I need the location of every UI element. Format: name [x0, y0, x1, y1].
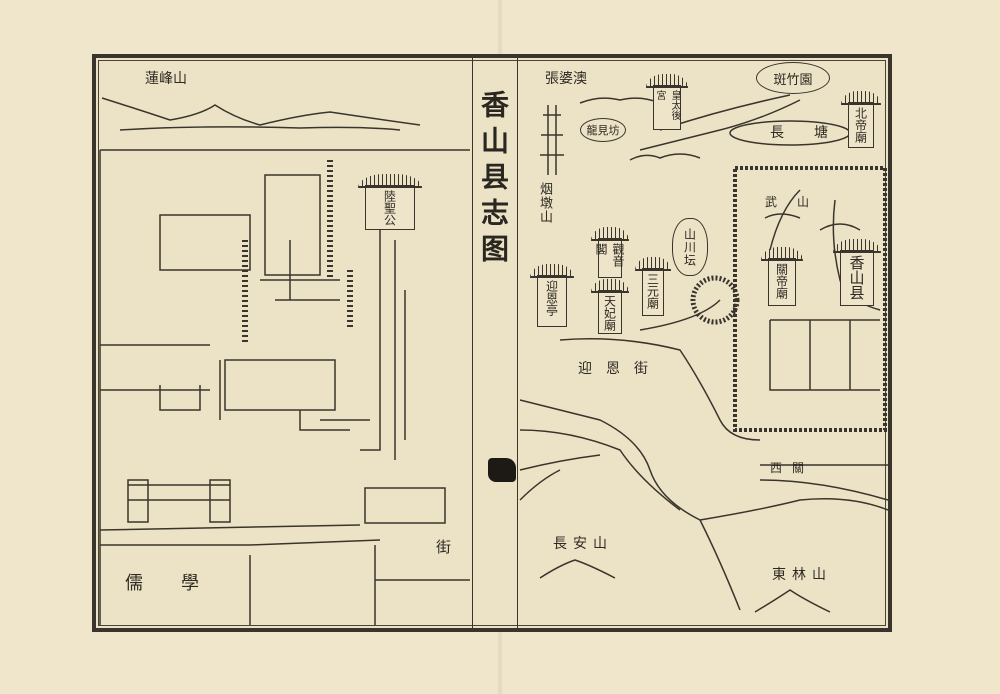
label-shrine: 陸聖公 [382, 190, 397, 226]
tianfei-temple: 天妃廟 [591, 279, 629, 334]
label-county-seat: 香山县 [847, 255, 866, 300]
label-bamboo-garden: 斑竹園 [773, 72, 813, 88]
label-yingen-street: 迎恩街 [578, 361, 662, 377]
dragon-arch-bubble: 龍見坊 [580, 118, 626, 142]
label-donglin-mountain: 東林山 [772, 567, 832, 583]
sanyuan-temple: 三元廟 [635, 257, 671, 316]
label-sanyuan-temple: 三元廟 [645, 273, 660, 309]
yingen-pavilion: 迎恩亭 [530, 264, 574, 327]
label-north-emperor-temple: 北帝廟 [853, 107, 868, 143]
shrine-building: 陸聖公 [358, 174, 422, 230]
roof-icon [530, 264, 574, 278]
roof-icon [591, 279, 629, 293]
roof-icon [646, 74, 688, 88]
label-west-gate: 西關 [770, 461, 815, 475]
label-dragon-arch: 龍見坊 [586, 124, 620, 137]
label-yingen-pavilion: 迎恩亭 [544, 280, 559, 316]
map-title: 香山县志图 [477, 90, 510, 270]
bamboo-garden-bubble: 斑竹園 [756, 62, 830, 94]
label-beacon-hill: 烟墩山 [537, 182, 552, 224]
label-palace: 皇太後宮 [654, 90, 680, 120]
north-emperor-temple: 北帝廟 [841, 91, 881, 148]
label-guanyin-pavilion: 觀音閣 [594, 243, 625, 267]
label-guandi-temple: 關帝廟 [774, 263, 789, 299]
roof-icon [841, 91, 881, 105]
roof-icon [833, 239, 881, 253]
title-spine [472, 58, 518, 628]
guanyin-pavilion: 觀音閣 [591, 227, 629, 278]
roof-icon [591, 227, 629, 241]
roof-icon [761, 247, 803, 261]
roof-icon [358, 174, 422, 188]
label-changan-mountain: 長安山 [553, 536, 613, 552]
county-seat-building: 香山县 [833, 239, 881, 306]
label-long-pond: 長塘 [770, 125, 858, 141]
label-mountain-altar: 山川坛 [682, 227, 697, 267]
label-confucian-school: 儒學 [125, 573, 237, 594]
palace-building: 皇太後宮 [646, 74, 688, 130]
label-wu-mountain: 武山 [765, 195, 830, 209]
label-street: 街 [436, 538, 452, 556]
label-tianfei-temple: 天妃廟 [602, 295, 617, 331]
guandi-temple: 關帝廟 [761, 247, 803, 306]
mountain-altar-bubble: 山川坛 [672, 218, 708, 276]
fish-tail-ornament [488, 458, 516, 482]
roof-icon [635, 257, 671, 271]
label-lotus-peak-mountain: 蓮峰山 [145, 71, 187, 87]
label-zhangpo-bay: 張婆澳 [545, 71, 587, 87]
